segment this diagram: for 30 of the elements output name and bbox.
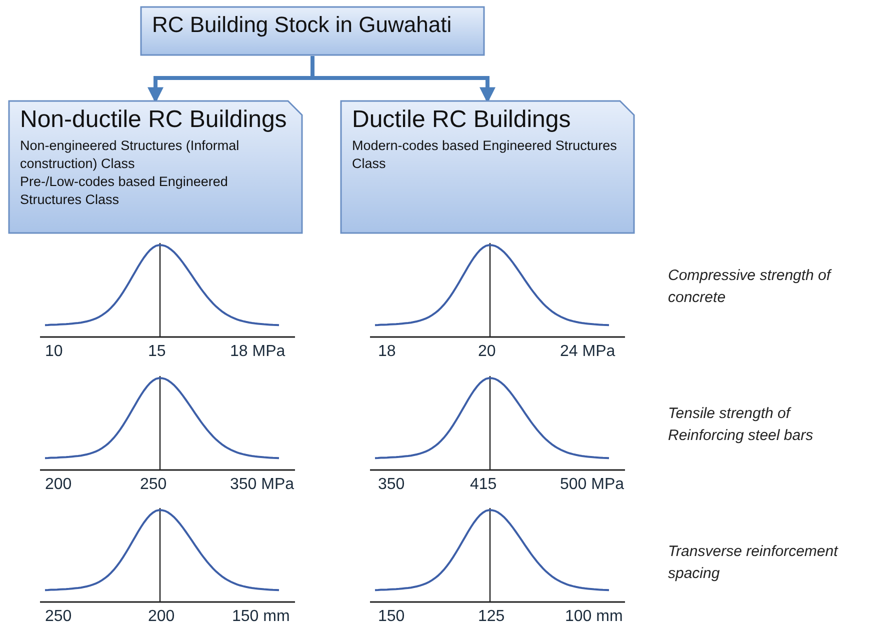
axis-value: 10 bbox=[45, 343, 63, 361]
axis-value: 15 bbox=[148, 343, 166, 361]
property-note: Transverse reinforcement spacing bbox=[668, 542, 840, 584]
axis-value: 350 MPa bbox=[230, 476, 294, 494]
axis-value: 18 bbox=[378, 343, 396, 361]
box-heading: RC Building Stock in Guwahati bbox=[152, 12, 453, 38]
box-text: Pre-/Low-codes based Engineered Structures Class bbox=[20, 173, 229, 209]
axis-value: 200 bbox=[148, 608, 175, 626]
box-heading: Non-ductile RC Buildings bbox=[20, 106, 288, 134]
axis-value: 100 mm bbox=[565, 608, 623, 626]
class-box bbox=[340, 100, 635, 234]
axis-value: 125 bbox=[478, 608, 505, 626]
box-heading: Ductile RC Buildings bbox=[352, 106, 572, 134]
class-box bbox=[8, 100, 303, 234]
axis-value: 150 bbox=[378, 608, 405, 626]
axis-value: 250 bbox=[140, 476, 167, 494]
axis-value: 415 bbox=[470, 476, 497, 494]
axis-value: 350 bbox=[378, 476, 405, 494]
box-text: Modern-codes based Engineered Structures Class bbox=[352, 137, 618, 173]
axis-value: 18 MPa bbox=[230, 343, 286, 361]
property-note: Compressive strength of concrete bbox=[668, 266, 833, 308]
axis-value: 250 bbox=[45, 608, 72, 626]
axis-value: 200 bbox=[45, 476, 72, 494]
property-note: Tensile strength of Reinforcing steel bars bbox=[668, 404, 814, 446]
box-text: Non-engineered Structures (Informal construction) Class bbox=[20, 137, 240, 173]
axis-value: 20 bbox=[478, 343, 496, 361]
class-box bbox=[140, 6, 485, 56]
axis-value: 500 MPa bbox=[560, 476, 624, 494]
axis-value: 24 MPa bbox=[560, 343, 616, 361]
axis-value: 150 mm bbox=[232, 608, 290, 626]
